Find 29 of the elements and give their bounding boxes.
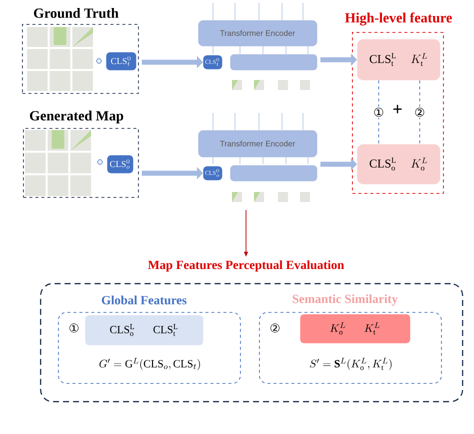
edge-label: ② bbox=[413, 106, 426, 118]
circled-number: ① bbox=[70, 324, 78, 332]
encoder-block: Transformer Encoder bbox=[198, 20, 318, 46]
node-label: High-level feature bbox=[345, 12, 452, 26]
feature-card: $\mathrm{CLS}_{\mathrm{o}}^{\mathrm{L}}$ $\mathrm{CLS}_{\mathrm{t}}^{\mathrm{L}}$ bbox=[85, 315, 204, 346]
feature-card: $\mathrm{CLS}_{\mathrm{o}}^{\mathrm{L}}$ $K_{\mathrm{o}}^{L}$ bbox=[357, 144, 440, 184]
token-bar bbox=[230, 165, 318, 182]
box-heading: Ground Truth bbox=[34, 8, 119, 18]
cls-token: $\mathrm{CLS}_{o}^{0}$ bbox=[107, 155, 134, 174]
dashed-line bbox=[419, 80, 420, 144]
encoder-block: Transformer Encoder bbox=[198, 130, 318, 158]
picture bbox=[25, 130, 91, 196]
group-heading: Global Features bbox=[102, 296, 186, 304]
formula: $S' = \mathbf{S}^{L}(K_{\mathrm{o}}^{L},K_{\mathrm{t}}^{L})$ bbox=[310, 358, 392, 370]
feature-card: $\mathrm{CLS}_{\mathrm{t}}^{\mathrm{L}}$ $K_{\mathrm{t}}^{L}$ bbox=[357, 39, 440, 80]
feature-card: $K_{\mathrm{o}}^{L}$ $K_{\mathrm{t}}^{L}$ bbox=[300, 314, 410, 344]
dashed-line bbox=[378, 80, 380, 144]
circled-number: ② bbox=[270, 324, 280, 332]
cls-token: $\mathrm{CLS}_{t}^{0}$ bbox=[203, 55, 222, 70]
cls-token: $\mathrm{CLS}_{o}^{0}$ bbox=[203, 166, 222, 180]
node-label: Map Features Perceptual Evaluation bbox=[148, 260, 344, 272]
picture bbox=[27, 27, 93, 91]
box-heading: Generated Map bbox=[30, 110, 124, 124]
formula: $G' = \mathrm{G}^{L}(\mathrm{CLS}_{o},\mathrm{CLS}_{t})$ bbox=[99, 358, 200, 370]
token-bar bbox=[230, 54, 318, 70]
edge-label: ① bbox=[372, 106, 386, 118]
cls-token: $\mathrm{CLS}_{t}^{0}$ bbox=[106, 52, 136, 70]
plus-sign: + bbox=[393, 104, 402, 114]
group-heading: Semantic Similarity bbox=[292, 294, 398, 306]
